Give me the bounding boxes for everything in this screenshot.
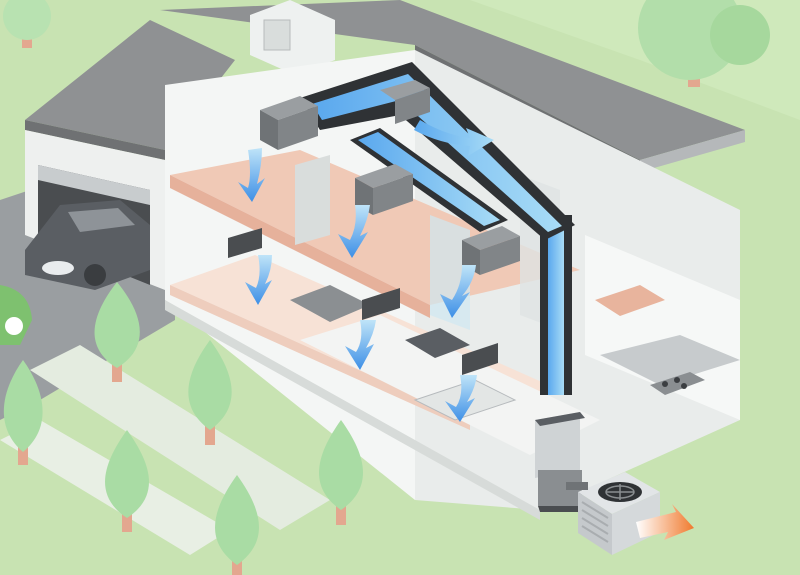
tree-foreground <box>105 430 149 532</box>
air-handler-unit <box>535 412 585 512</box>
duct-register-lower-left <box>228 228 262 258</box>
kitchen-wall <box>585 235 740 420</box>
downward-airflow-arrow-icon <box>338 205 370 258</box>
downward-airflow-arrow-icon <box>345 320 376 370</box>
tree-foreground <box>319 420 363 525</box>
duct-register-upper-left <box>260 96 318 150</box>
tree-foreground <box>188 340 232 445</box>
ground-floor <box>300 315 600 455</box>
garage-roof-edge <box>25 120 165 160</box>
duct-register-lower-right <box>462 343 498 375</box>
refrigerant-line <box>566 482 588 490</box>
sidewalk <box>30 345 330 530</box>
downward-airflow-arrow-icon <box>440 265 476 318</box>
coffee-table <box>405 328 470 358</box>
condenser-fan-icon <box>598 482 642 502</box>
tree-background-left <box>3 0 51 48</box>
exhaust-arrow-icon <box>636 504 694 540</box>
tree-background-right <box>638 0 770 87</box>
house-front-face <box>165 300 540 520</box>
green-car <box>0 285 32 345</box>
dining-table <box>595 285 665 316</box>
duct-register-lower-center <box>362 288 400 320</box>
dormer-window <box>250 0 335 75</box>
downward-airflow-arrow-icon <box>245 255 272 305</box>
main-roof <box>160 0 745 160</box>
kitchen-counter <box>600 335 740 385</box>
bookshelf <box>295 155 330 245</box>
roof-underside <box>640 130 745 172</box>
stove-top <box>650 372 705 395</box>
upper-floor-edge <box>170 175 430 318</box>
mid-floor-edge <box>170 285 470 430</box>
supply-duct-airflow <box>312 74 562 232</box>
parked-car <box>25 200 150 290</box>
downward-airflow-arrow-icon <box>445 375 477 422</box>
return-duct-airflow <box>548 215 564 395</box>
sofa <box>290 285 370 322</box>
tree-foreground <box>215 475 259 575</box>
garage-door <box>38 165 150 205</box>
duct-register-upper-center <box>380 80 430 124</box>
horizontal-airflow-arrow-icon <box>414 120 494 156</box>
downward-airflow-arrow-icon <box>238 148 265 202</box>
crossover-airflow <box>358 132 500 226</box>
tree-foreground <box>3 360 43 465</box>
tree-foreground <box>94 282 140 382</box>
